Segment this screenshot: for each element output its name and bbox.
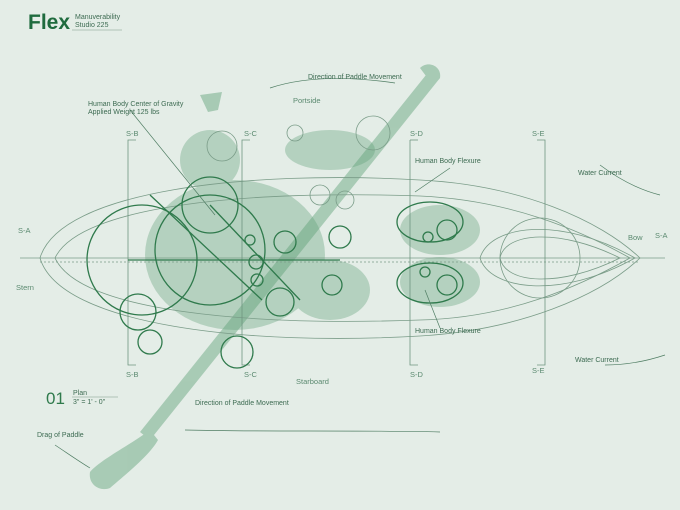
section-sa-right: S-A [655,231,668,240]
label-stern: Stern [16,283,34,292]
label-paddle-bottom: Direction of Paddle Movement [195,400,289,407]
kayak-hull [20,177,665,339]
section-sb-top: S-B [126,129,139,138]
section-sb-bottom: S-B [126,370,139,379]
subtitle-2: Studio 225 [75,22,109,29]
label-portside: Portside [293,96,321,105]
label-cog-1: Human Body Center of Gravity [88,101,184,108]
brand-title: Flex [28,11,70,34]
section-se-bottom: S-E [532,366,545,375]
label-flexure-bottom: Human Body Flexure [415,328,481,335]
label-water-bottom: Water Current [575,357,619,364]
label-cog-2: Applied Weight 125 lbs [88,109,160,116]
label-flexure-top: Human Body Flexure [415,158,481,165]
section-sc-top: S-C [244,129,258,138]
plan-number: 01 [46,389,65,408]
force-circles [86,115,581,369]
subtitle-1: Manuverability [75,14,121,21]
label-water-top: Water Current [578,170,622,177]
label-bow: Bow [628,233,643,242]
plan-scale: 3" = 1' - 0" [73,399,106,406]
section-sd-top: S-D [410,129,424,138]
paddle [89,64,441,490]
label-drag: Drag of Paddle [37,432,84,439]
section-se-top: S-E [532,129,545,138]
body-mass [145,130,480,330]
annotation-arrows [54,78,666,469]
section-sa-left: S-A [18,226,31,235]
label-paddle-top: Direction of Paddle Movement [308,74,402,81]
label-starboard: Starboard [296,377,329,386]
section-sc-bottom: S-C [244,370,258,379]
plan-label: Plan [73,390,87,397]
section-sd-bottom: S-D [410,370,424,379]
